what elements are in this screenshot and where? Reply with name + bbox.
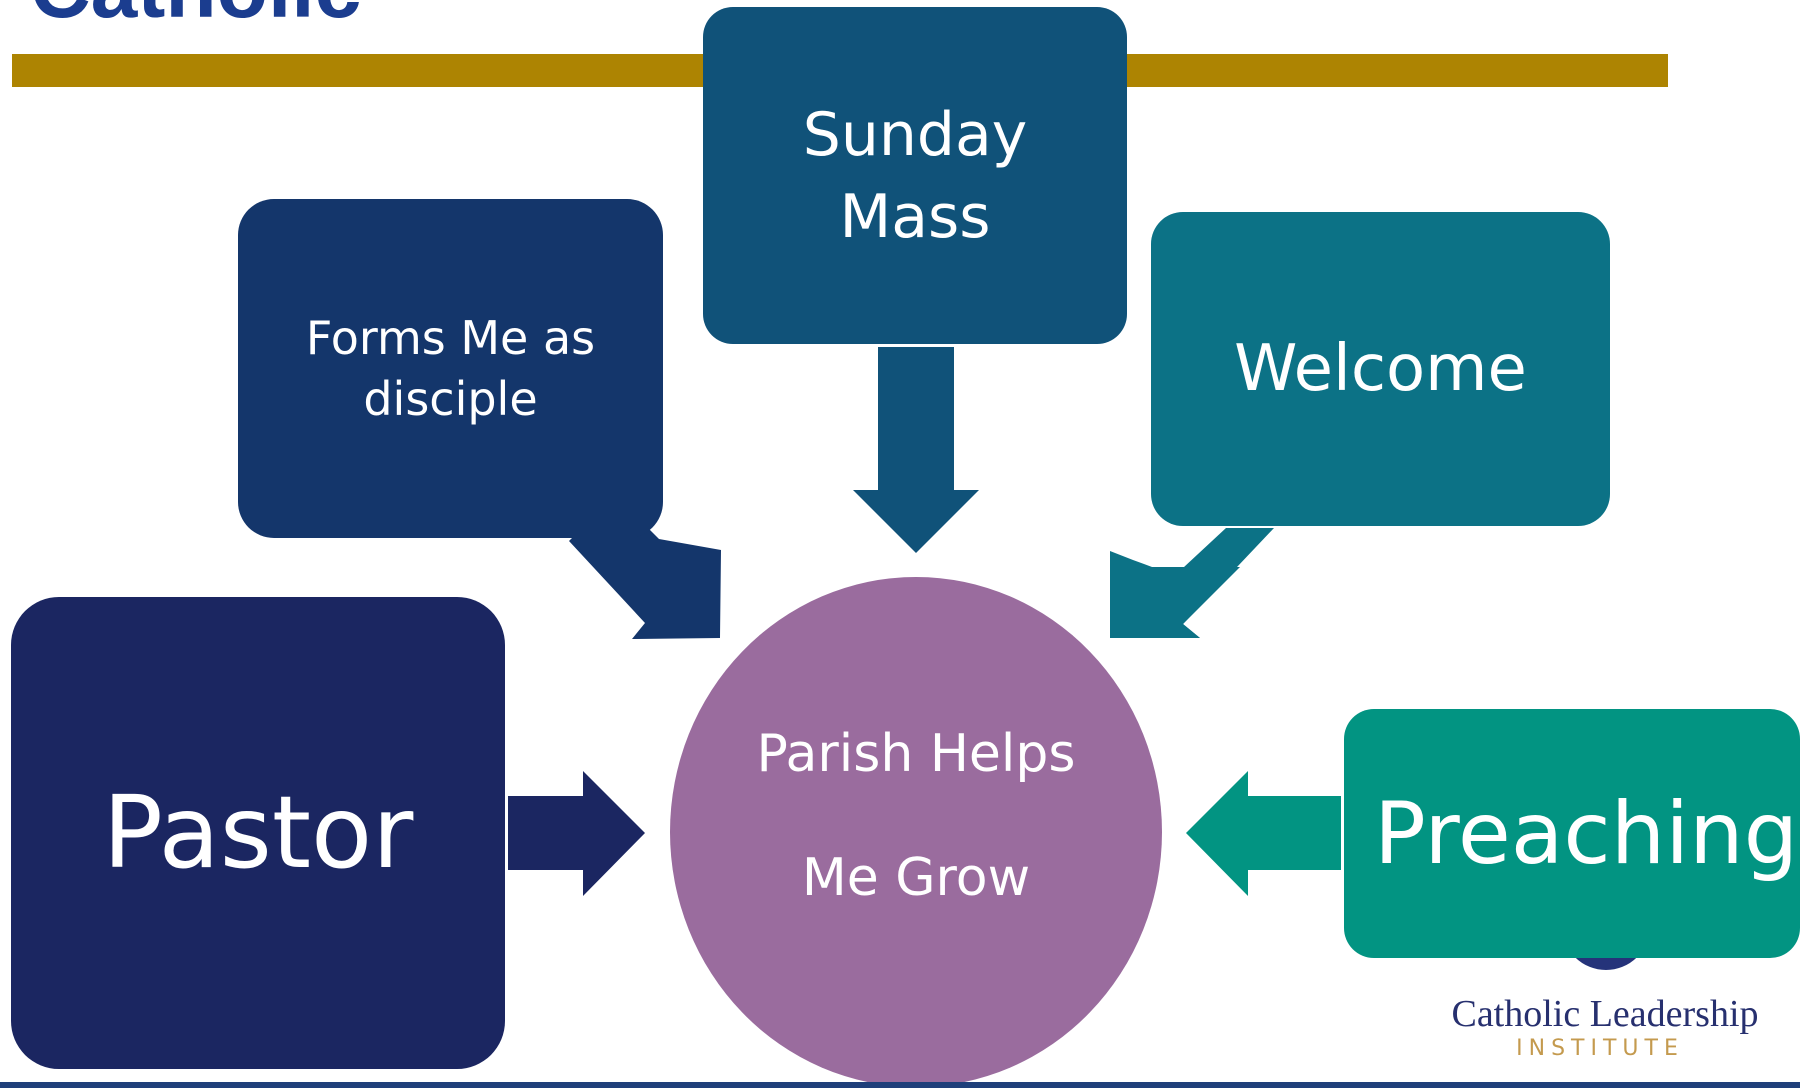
pastor-box: Pastor (11, 597, 505, 1069)
preaching-label: Preaching (1374, 783, 1799, 884)
logo-subtitle: INSTITUTE (1516, 1036, 1684, 1061)
sunday-mass-line1: Sunday (802, 99, 1028, 170)
slide-title: Catholic (30, 0, 361, 30)
arrow-pastor (508, 771, 645, 896)
welcome-label: Welcome (1234, 332, 1527, 406)
arrow-sunday-mass (853, 347, 979, 553)
circle-line2: Me Grow (801, 848, 1031, 908)
welcome-box: Welcome (1151, 212, 1610, 526)
footer-rule (0, 1082, 1800, 1088)
parish-helps-circle: Parish Helps Me Grow (670, 577, 1162, 1087)
pastor-label: Pastor (102, 774, 414, 891)
circle-line1: Parish Helps (756, 724, 1076, 784)
forms-disciple-line2: disciple (363, 371, 538, 426)
preaching-box: Preaching (1344, 709, 1800, 958)
arrow-preaching (1186, 771, 1341, 896)
sunday-mass-line2: Mass (839, 181, 991, 252)
logo-name: Catholic Leadership (1451, 993, 1759, 1035)
forms-disciple-line1: Forms Me as (305, 310, 596, 365)
forms-disciple-box: Forms Me as disciple (238, 199, 663, 538)
arrow-welcome-head (1110, 551, 1240, 638)
